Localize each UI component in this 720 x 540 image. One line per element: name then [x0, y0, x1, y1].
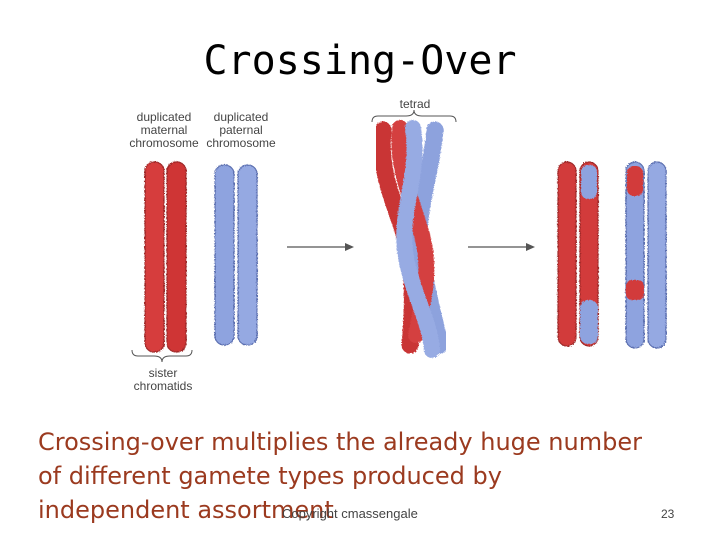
label-sister-chromatids: sister chromatids: [128, 367, 198, 393]
label-maternal-line1: duplicated: [136, 110, 192, 124]
body-line-3: independent assortment: [38, 496, 334, 524]
paternal-chromosome: [214, 164, 258, 346]
label-maternal: duplicated maternal chromosome: [128, 111, 200, 150]
slide-title: Crossing-Over: [203, 38, 517, 84]
tetrad-bracket: [371, 109, 457, 123]
paternal-chromatid-1: [214, 164, 235, 346]
label-paternal: duplicated paternal chromosome: [204, 111, 278, 150]
copyright-notice: Copyright cmassengale: [282, 506, 418, 521]
arrow-2: [468, 243, 535, 251]
recombined-chromosome-1: [557, 161, 599, 347]
recombined-chromosome-2: [625, 161, 667, 349]
label-paternal-line2: paternal: [219, 123, 263, 137]
crossing-over-figure: [131, 109, 667, 363]
body-line-1: Crossing-over multiplies the already hug…: [38, 428, 642, 456]
page-number: 23: [661, 507, 675, 521]
label-maternal-line2: maternal: [140, 123, 188, 137]
label-maternal-line3: chromosome: [129, 136, 199, 150]
body-line-2: of different gamete types produced by: [38, 462, 502, 490]
label-sister-line2: chromatids: [133, 379, 193, 393]
tetrad-chromatids: [373, 120, 449, 358]
label-sister-line1: sister: [148, 366, 178, 380]
label-tetrad: tetrad: [399, 97, 431, 111]
maternal-chromatid-1: [144, 161, 165, 353]
label-paternal-line3: chromosome: [206, 136, 276, 150]
label-paternal-line1: duplicated: [213, 110, 269, 124]
maternal-chromosome: [144, 161, 187, 353]
body-text: Crossing-over multiplies the already hug…: [38, 425, 698, 527]
sister-bracket: [131, 349, 193, 363]
tetrad-blue-2: [396, 120, 440, 358]
arrow-1: [287, 243, 354, 251]
paternal-chromatid-2: [237, 164, 258, 346]
maternal-chromatid-2: [166, 161, 187, 353]
